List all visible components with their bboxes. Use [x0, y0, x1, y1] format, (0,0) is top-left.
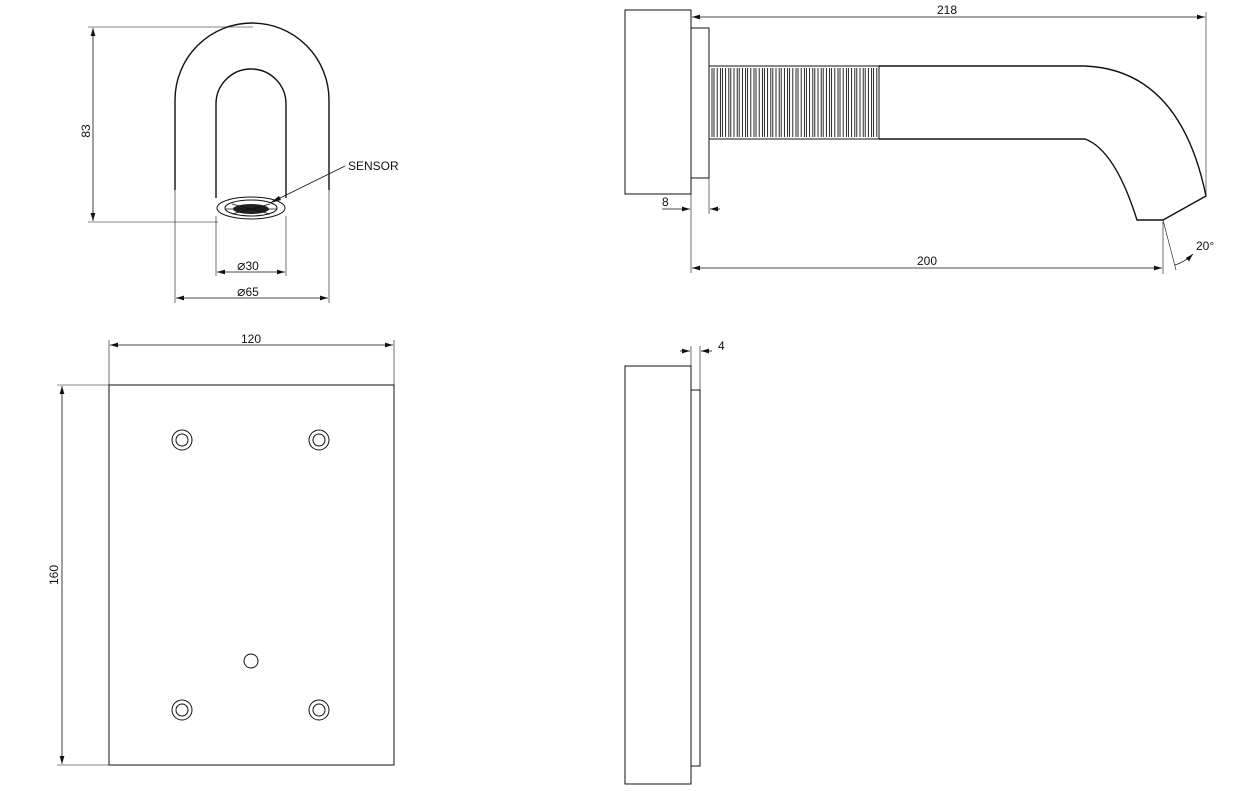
screw-bottom-left — [171, 699, 193, 721]
dim-4: 4 — [718, 339, 725, 353]
dim-angle-20: 20° — [1196, 239, 1214, 253]
wall-section — [624, 9, 692, 195]
mounting-screws — [171, 429, 330, 721]
center-hole — [243, 653, 259, 669]
plate-side-view: 4 — [624, 339, 725, 785]
sensor-leader — [269, 165, 346, 204]
screw-top-left — [171, 429, 193, 451]
sensor-label: SENSOR — [348, 159, 399, 173]
dim-83: 83 — [79, 124, 93, 138]
sensor-head — [216, 196, 286, 220]
screw-top-right — [308, 429, 330, 451]
spout-arch — [215, 68, 287, 198]
dim-200: 200 — [917, 254, 937, 268]
dim-120: 120 — [241, 332, 261, 346]
rosette-outline — [174, 22, 330, 190]
front-view: SENSOR 83 ⌀30 ⌀65 — [79, 22, 399, 303]
plate-thickness — [690, 389, 701, 767]
dim-8: 8 — [662, 195, 669, 209]
screw-bottom-right — [308, 699, 330, 721]
plate-front-view: 120 160 — [47, 332, 395, 766]
dim-160: 160 — [47, 565, 61, 585]
cover-plate — [108, 384, 395, 766]
side-view: 218 8 200 20° — [624, 3, 1214, 274]
dim-dia-30: ⌀30 — [237, 257, 259, 273]
knurled-collar — [708, 65, 880, 140]
dim-218: 218 — [937, 3, 957, 17]
flange — [690, 27, 710, 179]
spout-body — [879, 65, 1207, 221]
wall-section-lower — [624, 365, 692, 785]
dim-dia-65: ⌀65 — [237, 283, 259, 299]
